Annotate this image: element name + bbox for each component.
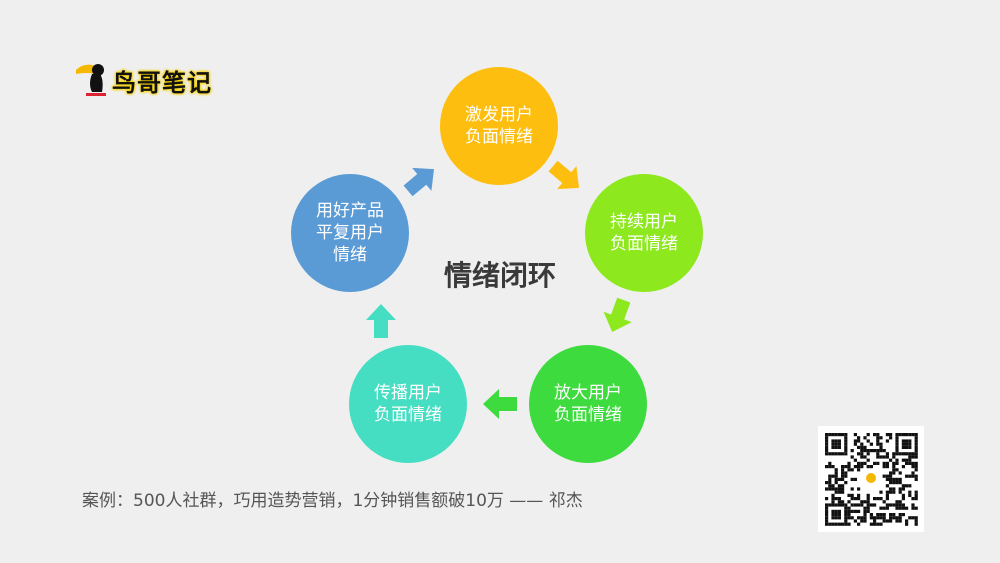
logo-text: 鸟哥笔记 <box>112 68 212 97</box>
arrow-up-right-icon <box>403 167 435 197</box>
toucan-icon <box>76 64 106 96</box>
node-sustain: 持续用户负面情绪 <box>585 174 703 292</box>
arrow-right-icon <box>548 160 580 190</box>
arrow-down-icon <box>603 297 632 332</box>
node-spread: 传播用户负面情绪 <box>349 345 467 463</box>
node-amplify: 放大用户负面情绪 <box>529 345 647 463</box>
caption: 案例：500人社群，巧用造势营销，1分钟销售额破10万 —— 祁杰 <box>82 491 583 511</box>
logo: 鸟哥笔记 <box>74 60 212 100</box>
diagram-title: 情绪闭环 <box>443 259 556 292</box>
qr-code-icon <box>818 426 924 532</box>
node-soothe: 用好产品平复用户情绪 <box>291 174 409 292</box>
arrow-up-icon <box>366 304 396 338</box>
arrow-left-icon <box>483 389 517 419</box>
node-arouse: 激发用户负面情绪 <box>440 67 558 185</box>
